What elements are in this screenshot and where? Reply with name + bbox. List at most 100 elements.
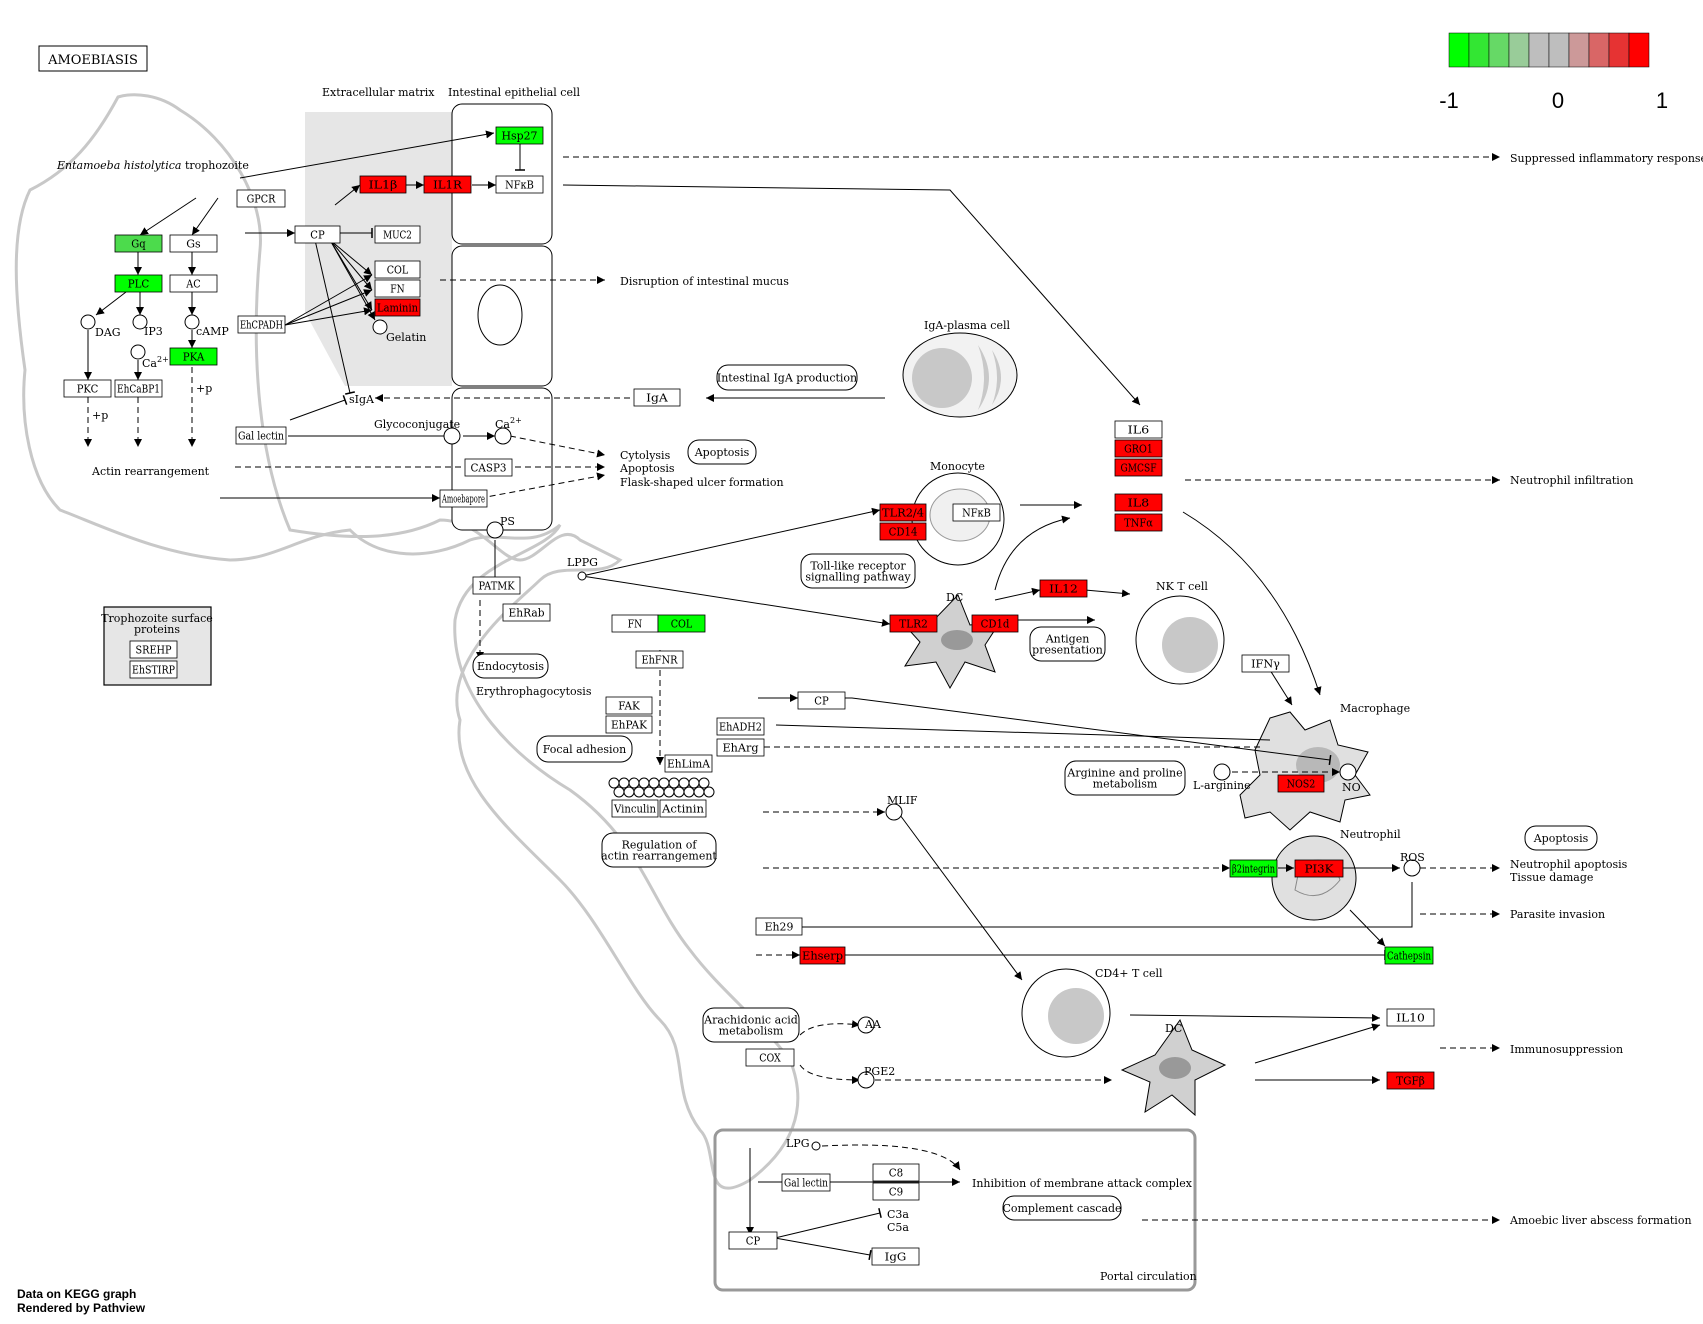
- gene-box[interactable]: [169, 274, 218, 293]
- gene-box[interactable]: [605, 696, 653, 715]
- gene-box[interactable]: [1386, 1071, 1435, 1090]
- gene-box[interactable]: [659, 799, 707, 818]
- gene-actinin[interactable]: Actinin: [659, 799, 707, 818]
- gene-patmk[interactable]: PATMK: [472, 576, 521, 595]
- gene-box[interactable]: [799, 946, 846, 965]
- gene-box[interactable]: [63, 379, 112, 398]
- pathway-endocytosis[interactable]: Endocytosis: [472, 653, 549, 679]
- pathway-pill[interactable]: [472, 653, 549, 679]
- gene-box[interactable]: [657, 614, 706, 633]
- pathway-focal[interactable]: Focal adhesion: [536, 735, 633, 763]
- gene-box[interactable]: [114, 234, 163, 253]
- pathway-pill[interactable]: [536, 735, 633, 763]
- gene-box[interactable]: [129, 660, 178, 679]
- gene-box[interactable]: [1114, 513, 1163, 532]
- gene-c9[interactable]: C9: [872, 1182, 920, 1201]
- gene-tlr2[interactable]: TLR2: [889, 614, 938, 633]
- gene-box[interactable]: [755, 917, 803, 936]
- pathway-pill[interactable]: [1524, 825, 1598, 851]
- gene-box[interactable]: [502, 603, 551, 622]
- gene-box[interactable]: [879, 522, 927, 541]
- gene-vinculin[interactable]: Vinculin: [611, 799, 659, 818]
- gene-box[interactable]: [605, 715, 653, 734]
- gene-pkc[interactable]: PKC: [63, 379, 112, 398]
- gene-muc2[interactable]: MUC2: [374, 225, 421, 244]
- pathway-apoptosis2[interactable]: Apoptosis: [1524, 825, 1598, 851]
- gene-iga[interactable]: IgA: [633, 388, 681, 407]
- gene-il1b[interactable]: IL1β: [359, 175, 407, 194]
- gene-box[interactable]: [716, 717, 765, 736]
- pathway-pill[interactable]: [702, 1007, 800, 1043]
- gene-box[interactable]: [1277, 774, 1325, 793]
- gene-box[interactable]: [495, 175, 544, 194]
- gene-box[interactable]: [237, 315, 286, 334]
- gene-ehserp[interactable]: Ehserp: [799, 946, 846, 965]
- gene-box[interactable]: [374, 298, 421, 317]
- gene-il10[interactable]: IL10: [1386, 1008, 1435, 1027]
- gene-box[interactable]: [952, 503, 1001, 522]
- gene-srehp[interactable]: SREHP: [129, 640, 178, 659]
- pathway-pill[interactable]: [1064, 760, 1186, 796]
- gene-box[interactable]: [114, 379, 163, 398]
- pathway-pill[interactable]: [800, 553, 916, 589]
- gene-box[interactable]: [374, 260, 421, 279]
- gene-cp_bottom[interactable]: CP: [728, 1231, 778, 1250]
- gene-cd14[interactable]: CD14: [879, 522, 927, 541]
- gene-igg[interactable]: IgG: [871, 1247, 920, 1266]
- pathway-pill[interactable]: [1029, 626, 1106, 662]
- gene-gmcsf[interactable]: GMCSF: [1114, 458, 1163, 477]
- gene-pka[interactable]: PKA: [169, 347, 218, 366]
- gene-box[interactable]: [294, 225, 341, 244]
- gene-ehpak[interactable]: EhPAK: [605, 715, 653, 734]
- gene-box[interactable]: [1241, 654, 1290, 673]
- gene-gal_lectin[interactable]: Gal lectin: [235, 426, 287, 445]
- gene-box[interactable]: [1229, 859, 1278, 878]
- gene-cd1d[interactable]: CD1d: [971, 614, 1019, 633]
- gene-col_ecm[interactable]: COL: [374, 260, 421, 279]
- gene-il1r[interactable]: IL1R: [423, 175, 472, 194]
- gene-box[interactable]: [781, 1173, 831, 1192]
- pathway-complement[interactable]: Complement cascade: [1002, 1195, 1122, 1221]
- gene-cp_top[interactable]: CP: [294, 225, 341, 244]
- gene-box[interactable]: [1114, 420, 1163, 439]
- gene-b2integrin[interactable]: β2integrin: [1229, 859, 1278, 878]
- gene-box[interactable]: [129, 640, 178, 659]
- gene-fn_ecm[interactable]: FN: [374, 279, 421, 298]
- gene-gal_lectin2[interactable]: Gal lectin: [781, 1173, 831, 1192]
- gene-box[interactable]: [879, 503, 927, 522]
- gene-tlr24[interactable]: TLR2/4: [879, 503, 927, 522]
- gene-box[interactable]: [1386, 1008, 1435, 1027]
- gene-ehfnr[interactable]: EhFNR: [635, 650, 684, 669]
- gene-cox[interactable]: COX: [745, 1048, 795, 1067]
- gene-c8[interactable]: C8: [872, 1163, 920, 1182]
- gene-ifng[interactable]: IFNγ: [1241, 654, 1290, 673]
- gene-box[interactable]: [633, 388, 681, 407]
- gene-box[interactable]: [1384, 946, 1434, 965]
- gene-box[interactable]: [716, 738, 765, 757]
- gene-box[interactable]: [1114, 458, 1163, 477]
- gene-box[interactable]: [169, 234, 218, 253]
- gene-plc[interactable]: PLC: [114, 274, 163, 293]
- gene-gs[interactable]: Gs: [169, 234, 218, 253]
- gene-il8[interactable]: IL8: [1114, 493, 1163, 512]
- gene-box[interactable]: [1039, 579, 1088, 598]
- gene-fak[interactable]: FAK: [605, 696, 653, 715]
- gene-ehlima[interactable]: EhLimA: [664, 754, 713, 773]
- gene-box[interactable]: [1294, 859, 1344, 878]
- gene-box[interactable]: [359, 175, 407, 194]
- gene-laminin[interactable]: Laminin: [374, 298, 421, 317]
- gene-hsp27[interactable]: Hsp27: [495, 126, 544, 145]
- gene-box[interactable]: [374, 225, 421, 244]
- gene-eh29[interactable]: Eh29: [755, 917, 803, 936]
- gene-casp3[interactable]: CASP3: [464, 458, 513, 477]
- gene-box[interactable]: [971, 614, 1019, 633]
- gene-ehadh2[interactable]: EhADH2: [716, 717, 765, 736]
- pathway-pill[interactable]: [687, 439, 757, 465]
- gene-il12[interactable]: IL12: [1039, 579, 1088, 598]
- gene-fn_mid[interactable]: FN: [611, 614, 659, 633]
- gene-ehcabp1[interactable]: EhCaBP1: [114, 379, 163, 398]
